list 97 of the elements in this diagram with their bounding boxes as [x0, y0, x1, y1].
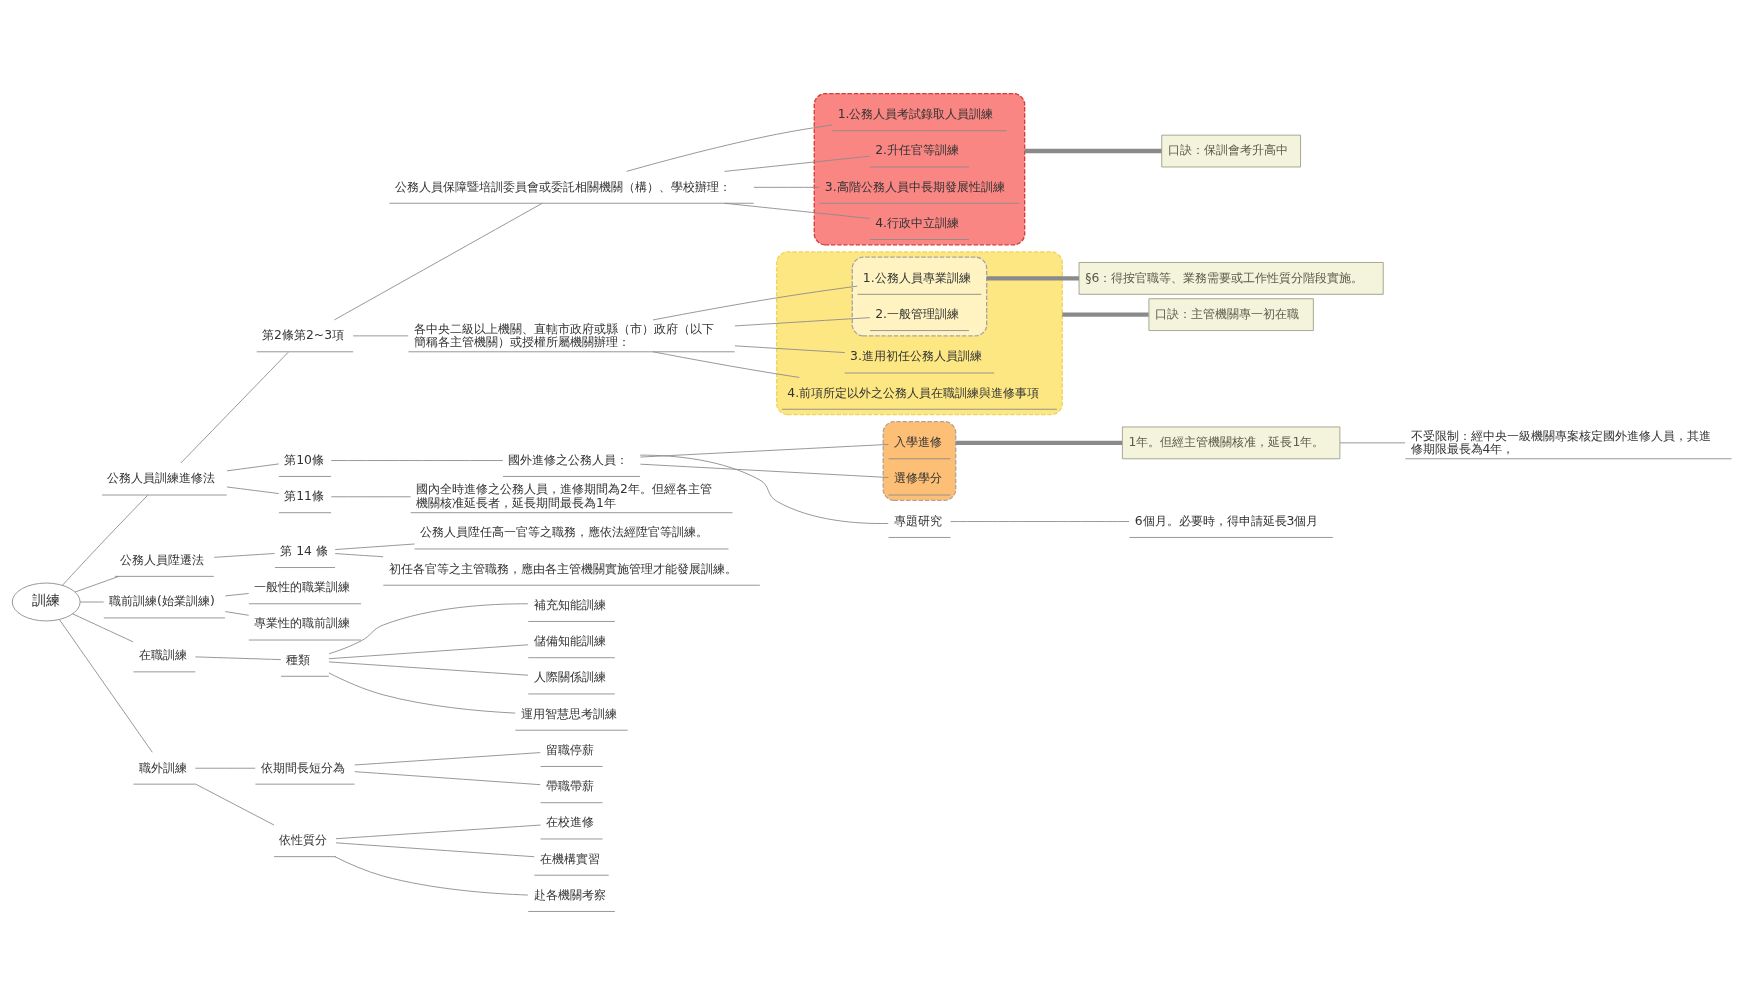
connector — [213, 553, 275, 558]
connector — [226, 486, 280, 494]
connector — [328, 672, 516, 714]
connector — [330, 496, 411, 498]
node-text: 第10條 — [284, 452, 324, 467]
connector — [194, 656, 282, 661]
connector — [334, 202, 543, 321]
cluster — [882, 420, 957, 501]
connector — [226, 463, 280, 472]
connector — [74, 575, 120, 593]
connector — [1024, 148, 1162, 154]
connector — [79, 601, 105, 603]
node-text: 1.公務人員考試錄取人員訓練 — [837, 107, 994, 122]
connector — [626, 124, 833, 172]
node-text: 赴各機關考察 — [533, 887, 606, 902]
connector — [724, 202, 871, 219]
connector — [724, 155, 871, 172]
connector — [334, 856, 529, 896]
node-text: 人際關係訓練 — [533, 670, 606, 685]
node-text: 第 14 條 — [280, 543, 328, 558]
node-text: 公務人員保障暨培訓委員會或委託相關機關（構）、學校辦理： — [394, 179, 731, 194]
connector — [352, 335, 409, 337]
node-text: 職前訓練(始業訓練) — [109, 594, 215, 609]
node-text: 專業性的職前訓練 — [254, 616, 351, 631]
node-text: 4.前項所定以外之公務人員在職訓練與進修事項 — [787, 385, 1040, 400]
connector — [194, 783, 275, 826]
node-text: 各中央二級以上機關、直轄市政府或縣（市）政府（以下簡稱各主管機關）或授權所屬機關辦理： — [413, 321, 714, 349]
node-text: 種類 — [286, 652, 311, 667]
connector — [224, 593, 250, 597]
connector — [335, 842, 535, 858]
connector — [652, 285, 858, 321]
connector — [639, 443, 889, 458]
node-text: 在機構實習 — [539, 851, 600, 866]
connector — [194, 767, 256, 769]
node-text: 帶職帶薪 — [545, 779, 594, 794]
node-text: 公務人員陞任高一官等之職務，應依法經陞官等訓練。 — [419, 525, 708, 540]
node-text: 在校進修 — [545, 815, 594, 830]
node-text: 補充知能訓練 — [533, 597, 606, 612]
node-text: 第11條 — [284, 489, 324, 504]
connector — [328, 661, 529, 676]
connector — [639, 454, 889, 524]
node-text: 選修學分 — [893, 471, 942, 486]
node-text: 儲備知能訓練 — [533, 634, 606, 649]
node-text: 公務人員訓練進修法 — [107, 471, 216, 486]
connector — [180, 351, 289, 464]
node-text: 留職停薪 — [545, 742, 594, 757]
connector — [753, 186, 820, 188]
connector — [734, 345, 846, 353]
node-text: 國內全時進修之公務人員，進修期間為2年。但經各主管機關核准延長者，延長期間最長為1年 — [415, 482, 712, 510]
node-text: 入學進修 — [893, 435, 942, 450]
node-text: 2.升任官等訓練 — [875, 143, 960, 158]
connector — [334, 543, 416, 550]
connector — [330, 460, 504, 461]
cluster — [851, 256, 988, 337]
node-text: 3.進用初任公務人員訓練 — [850, 349, 982, 364]
connector — [955, 440, 1123, 446]
node-text: 第2條第2~3項 — [262, 328, 345, 343]
connector — [734, 317, 871, 327]
connector — [950, 521, 1130, 522]
connector — [1062, 312, 1149, 317]
node-text: 6個月。必要時，得申請延長3個月 — [1134, 513, 1319, 528]
connector — [328, 644, 529, 660]
node-box: 1年。但經主管機關核准，延長1年。 — [1121, 426, 1341, 460]
connector — [335, 824, 541, 840]
connector — [61, 494, 149, 586]
connector — [354, 771, 541, 786]
node-text: 職外訓練 — [138, 760, 187, 775]
cluster — [776, 251, 1063, 416]
cluster — [813, 92, 1026, 246]
node-text: 不受限制：經中央一級機關專案核定國外進修人員，其進修期限最長為4年， — [1410, 428, 1711, 456]
node-box: 口訣：保訓會考升高中 — [1161, 134, 1301, 168]
connector — [334, 553, 384, 558]
node-text: 依性質分 — [279, 833, 328, 847]
node-text: 1.公務人員專業訓練 — [862, 270, 971, 285]
connector — [58, 619, 153, 753]
node-text: 在職訓練 — [138, 648, 187, 663]
connector — [72, 613, 134, 643]
connector — [354, 752, 541, 766]
node-text: 一般性的職業訓練 — [254, 580, 351, 595]
node-text: 4.行政中立訓練 — [875, 215, 960, 230]
connector — [328, 603, 529, 655]
node-box: 口訣：主管機關專一初在職 — [1148, 298, 1314, 331]
connector — [652, 351, 800, 378]
node-text: 初任各官等之主管職務，應由各主管機關實施管理才能發展訓練。 — [388, 561, 737, 576]
connector — [224, 611, 250, 616]
node-text: 依期間長短分為 — [260, 760, 345, 775]
node-text: 專題研究 — [893, 513, 942, 528]
node-box: §6：得按官職等、業務需要或工作性質分階段實施。 — [1078, 262, 1384, 295]
node-text: 國外進修之公務人員： — [508, 452, 629, 467]
connector — [986, 276, 1079, 281]
node-text: 公務人員陞遷法 — [120, 552, 205, 567]
node-ellipse: 訓練 — [11, 582, 81, 622]
node-text: 3.高階公務人員中長期發展性訓練 — [824, 179, 1005, 194]
connector — [1339, 442, 1406, 444]
node-text: 運用智慧思考訓練 — [520, 706, 617, 721]
node-text: 2.一般管理訓練 — [875, 306, 960, 321]
connector — [639, 463, 889, 478]
